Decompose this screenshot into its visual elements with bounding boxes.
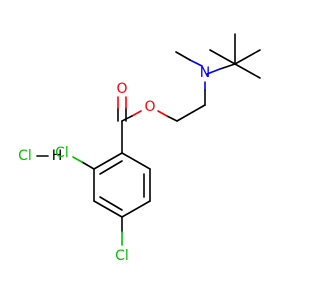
- atom-label-amine-nitrogen: N: [200, 65, 210, 81]
- bond-ch2-ch2: [176, 104, 206, 122]
- molecule-structure: Cl H O O N Cl Cl: [0, 0, 300, 300]
- bond-ring-6-1: [121, 152, 151, 170]
- atom-label-ring-cl-ortho: Cl: [55, 145, 69, 161]
- bond-n-methyl-nitrogen: [189, 59, 203, 67]
- atom-label-hcl-cl: Cl: [18, 148, 32, 164]
- bond-tbu-c-me4: [209, 49, 236, 65]
- bond-oester-c-carbon: [121, 115, 133, 122]
- bond-tbu-c-me3: [234, 63, 261, 79]
- bond-ch2-o-oxygen: [157, 110, 168, 117]
- bond-ring-3-4: [93, 200, 123, 218]
- bond-ring-cl-ortho-chlorine: [72, 156, 83, 163]
- bond-n-methyl-carbon: [175, 51, 191, 61]
- bond-n-tbu-carbon: [219, 63, 236, 70]
- bond-ring-4-5: [121, 200, 151, 218]
- atom-label-ring-cl-para: Cl: [115, 248, 129, 264]
- bond-n-tbu-nitrogen: [206, 68, 221, 75]
- bond-ch2-o-carbon: [166, 115, 178, 122]
- canvas-background: [0, 0, 300, 300]
- bond-ring-inner-1: [99, 160, 123, 175]
- bond-tbu-c-me2: [234, 49, 261, 65]
- atom-label-hcl-h: H: [52, 148, 63, 164]
- bond-ring-cl-ortho-carbon: [81, 161, 95, 170]
- bond-ring-1-2: [93, 152, 123, 170]
- bond-ring-inner-2: [99, 196, 123, 211]
- atom-label-ester-oxygen: O: [144, 99, 155, 115]
- bond-oester-c-oxygen: [131, 110, 142, 117]
- atom-label-carbonyl-oxygen: O: [116, 81, 127, 97]
